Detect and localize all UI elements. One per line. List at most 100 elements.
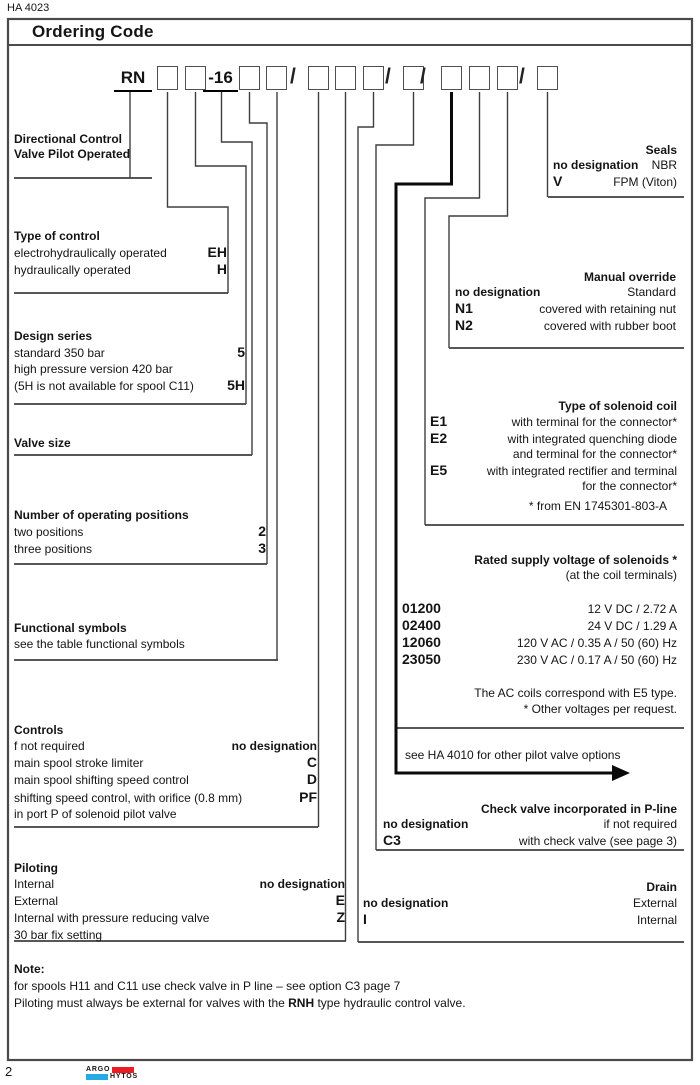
logo-row: HYTOS [86, 1073, 138, 1080]
option-code: no designation [455, 285, 541, 299]
option-row: 12060 120 V AC / 0.35 A / 50 (60) Hz [402, 634, 677, 651]
code-box [157, 66, 178, 90]
option-code: 12060 [402, 634, 441, 650]
option-label: 230 V AC / 0.17 A / 50 (60) Hz [516, 653, 677, 667]
option-label: 30 bar fix setting [14, 927, 103, 942]
option-code: EH [207, 244, 227, 260]
code-box [266, 66, 287, 90]
code-separator: / [420, 65, 426, 88]
document-code: HA 4023 [7, 2, 50, 14]
logo-text-argo: ARGO [86, 1066, 111, 1073]
note-line: for spools H11 and C11 use check valve i… [14, 979, 401, 993]
page-number: 2 [5, 1064, 13, 1079]
code-separator: / [519, 65, 525, 88]
callout-title: Rated supply voltage of solenoids * [474, 553, 677, 567]
option-code: no designation [553, 158, 639, 172]
note-heading: Note: [14, 962, 45, 976]
option-row: high pressure version 420 bar [14, 361, 245, 377]
option-code: H [216, 261, 227, 278]
option-label: with integrated rectifier and terminal [486, 463, 677, 478]
option-code: 01200 [402, 600, 441, 616]
code-separator: / [385, 65, 391, 88]
callout-title: Number of operating positions [14, 508, 189, 522]
option-label: two positions [14, 525, 84, 539]
voltage-note: The AC coils correspond with E5 type. [474, 686, 677, 700]
code-prefix: RN [114, 66, 152, 92]
argo-hytos-logo: ARGO HYTOS [86, 1066, 138, 1080]
code-box [185, 66, 206, 90]
page-title: Ordering Code [32, 22, 154, 41]
option-row: N1 covered with retaining nut [455, 299, 676, 318]
callout-operating-positions: Number of operating positions two positi… [14, 508, 266, 557]
option-label: three positions [14, 542, 93, 557]
option-row: 02400 24 V DC / 1.29 A [402, 617, 677, 634]
logo-cyan-block [86, 1073, 108, 1080]
code-size: -16 [203, 66, 238, 92]
option-code: C3 [383, 831, 401, 848]
option-code: V [553, 172, 563, 189]
option-code: 3 [258, 540, 266, 557]
option-label: shifting speed control, with orifice (0.… [14, 790, 243, 805]
option-label: 24 V DC / 1.29 A [587, 619, 677, 633]
option-label: and terminal for the connector* [512, 447, 677, 462]
code-box [469, 66, 490, 90]
option-label: see the table functional symbols [14, 637, 185, 651]
option-label: for the connector* [582, 479, 677, 494]
option-label: Internal [14, 877, 55, 891]
option-code: C [306, 754, 317, 771]
option-label: External [632, 896, 677, 910]
option-label: 120 V AC / 0.35 A / 50 (60) Hz [516, 636, 677, 650]
option-code: N1 [455, 299, 473, 316]
option-label: with terminal for the connector* [511, 415, 677, 429]
option-row: (5H is not available for spool C11)5H [14, 377, 245, 394]
option-label: covered with retaining nut [539, 301, 676, 316]
option-label: Internal [636, 913, 677, 928]
option-code: 02400 [402, 617, 441, 633]
option-label: External [14, 894, 59, 909]
option-label: f not required [14, 739, 85, 753]
callout-supply-voltage: Rated supply voltage of solenoids * (at … [402, 553, 677, 717]
option-label: Internal with pressure reducing valve [14, 911, 210, 926]
voltage-note: * Other voltages per request. [523, 702, 677, 716]
code-box [441, 66, 462, 90]
option-label: if not required [603, 817, 677, 831]
note-line: Piloting must always be external for val… [14, 995, 466, 1012]
callout-title: Functional symbols [14, 621, 127, 635]
callout-subtitle: (at the coil terminals) [565, 568, 677, 582]
option-label: 12 V DC / 2.72 A [587, 602, 677, 616]
callout-title: Controls [14, 723, 64, 737]
see-ha4010-label: see HA 4010 for other pilot valve option… [402, 748, 655, 762]
option-row: Internal with pressure reducing valve Z [14, 909, 345, 926]
option-code: E2 [430, 429, 448, 446]
option-row: two positions 2 [14, 523, 266, 540]
option-label: Standard [627, 285, 676, 299]
callout-title: Manual override [583, 270, 676, 284]
option-label: with integrated quenching diode [507, 431, 677, 446]
note-text: type hydraulic control valve. [314, 996, 466, 1010]
code-box [403, 66, 424, 90]
option-code: PF [299, 788, 317, 805]
option-code: 2 [258, 523, 266, 539]
coil-footnote: * from EN 1745301-803-A [528, 498, 667, 513]
callout-title: Type of solenoid coil [558, 399, 677, 413]
option-code: Z [336, 909, 345, 926]
